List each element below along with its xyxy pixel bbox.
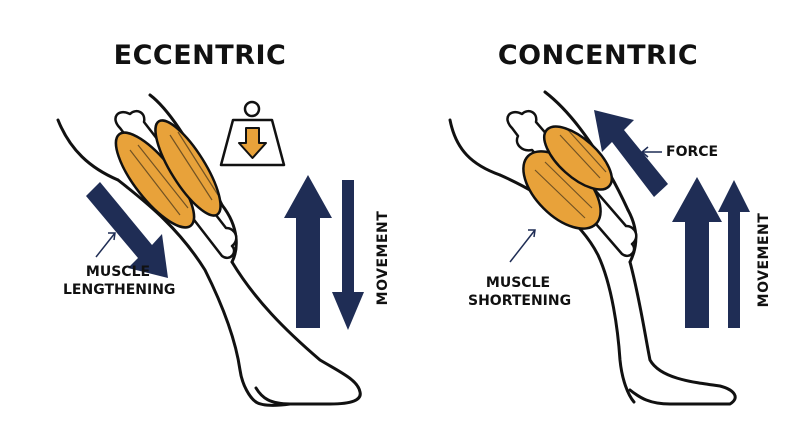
eccentric-pointer-arrow <box>95 232 116 258</box>
concentric-movement-label: MOVEMENT <box>756 212 772 308</box>
eccentric-down-arrow-icon <box>332 180 364 330</box>
concentric-up-arrow-large-icon <box>672 177 722 328</box>
eccentric-muscle-label-line1: MUSCLE <box>85 264 151 280</box>
concentric-force-arrow-icon <box>594 110 668 197</box>
eccentric-muscle-label-line2: LENGTHENING <box>63 282 176 298</box>
eccentric-title: ECCENTRIC <box>113 40 287 71</box>
eccentric-movement-label: MOVEMENT <box>375 210 391 306</box>
concentric-muscle <box>522 125 613 230</box>
concentric-title: CONCENTRIC <box>497 40 699 71</box>
concentric-pointer-arrow <box>509 229 536 263</box>
concentric-up-arrow-small-icon <box>718 180 750 328</box>
concentric-muscle-label-line1: MUSCLE <box>485 275 551 291</box>
eccentric-up-arrow-icon <box>284 175 332 328</box>
concentric-force-pointer <box>640 146 662 158</box>
concentric-force-label: FORCE <box>666 144 719 160</box>
concentric-muscle-striations <box>534 129 607 219</box>
eccentric-muscle-label: MUSCLE LENGTHENING <box>63 263 176 299</box>
concentric-muscle-label-line2: SHORTENING <box>468 293 572 309</box>
eccentric-muscle-striations <box>129 131 219 216</box>
down-arrow-icon <box>238 127 267 159</box>
weight-icon <box>219 100 286 167</box>
eccentric-diagonal-arrow-icon <box>86 182 168 278</box>
concentric-muscle-label: MUSCLE SHORTENING <box>468 274 572 310</box>
